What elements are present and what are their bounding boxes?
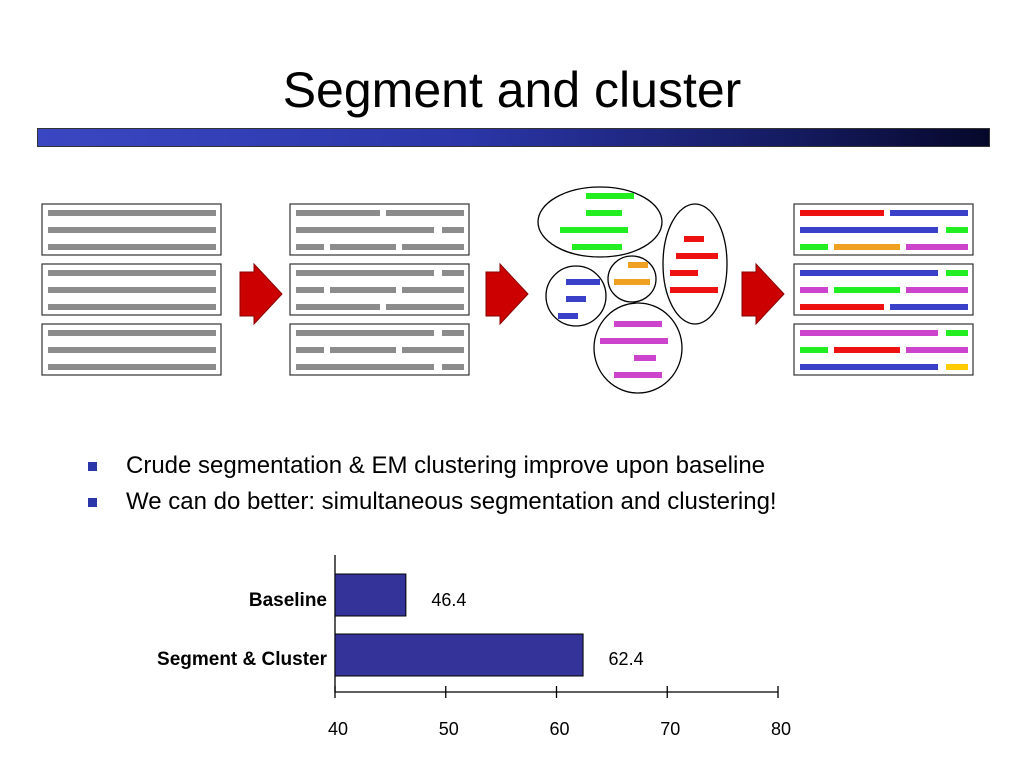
bar-baseline xyxy=(334,573,407,617)
value-label-baseline: 46.4 xyxy=(431,590,466,610)
x-tick-label: 70 xyxy=(660,719,680,739)
title-underline-bar xyxy=(37,128,990,147)
bullet-list: Crude segmentation & EM clustering impro… xyxy=(88,448,777,520)
slide-title: Segment and cluster xyxy=(282,62,742,118)
x-tick-marks xyxy=(334,686,779,698)
accuracy-bar-chart: Baseline Segment & Cluster 46.4 62.4 40 … xyxy=(157,555,791,739)
x-tick-label: 60 xyxy=(549,719,569,739)
document-box xyxy=(793,203,974,256)
cluster-magenta xyxy=(593,302,683,394)
x-tick-label: 50 xyxy=(439,719,459,739)
bullet-item: We can do better: simultaneous segmentat… xyxy=(88,484,777,520)
document-box xyxy=(793,323,974,376)
document-box xyxy=(793,263,974,316)
stage-segmented-documents xyxy=(289,203,470,376)
bullet-square-icon xyxy=(88,462,97,471)
x-tick-label: 40 xyxy=(328,719,348,739)
bullet-item: Crude segmentation & EM clustering impro… xyxy=(88,448,777,484)
bar-segment-cluster xyxy=(334,633,584,677)
document-box xyxy=(41,203,222,256)
category-label-baseline: Baseline xyxy=(249,590,327,611)
stage-labeled-documents xyxy=(793,203,974,376)
document-box xyxy=(41,323,222,376)
cluster-red xyxy=(662,203,728,325)
stage-raw-documents xyxy=(41,203,222,376)
segment-cluster-diagram xyxy=(41,186,974,394)
arrow-right-icon xyxy=(485,262,529,326)
value-label-segment-cluster: 62.4 xyxy=(609,649,644,669)
bullet-text: We can do better: simultaneous segmentat… xyxy=(126,488,777,515)
bullet-square-icon xyxy=(88,498,97,507)
document-box xyxy=(289,263,470,316)
cluster-blue xyxy=(545,265,607,327)
x-tick-labels: 40 50 60 70 80 xyxy=(328,719,791,739)
document-box xyxy=(289,323,470,376)
bullet-text: Crude segmentation & EM clustering impro… xyxy=(126,452,766,479)
arrow-right-icon xyxy=(741,262,785,326)
x-tick-label: 80 xyxy=(771,719,791,739)
document-box xyxy=(289,203,470,256)
cluster-orange xyxy=(607,255,657,303)
document-box xyxy=(41,263,222,316)
stage-clusters xyxy=(537,186,728,394)
cluster-green xyxy=(537,186,663,258)
category-label-segment-cluster: Segment & Cluster xyxy=(157,649,328,670)
arrow-right-icon xyxy=(239,262,283,326)
